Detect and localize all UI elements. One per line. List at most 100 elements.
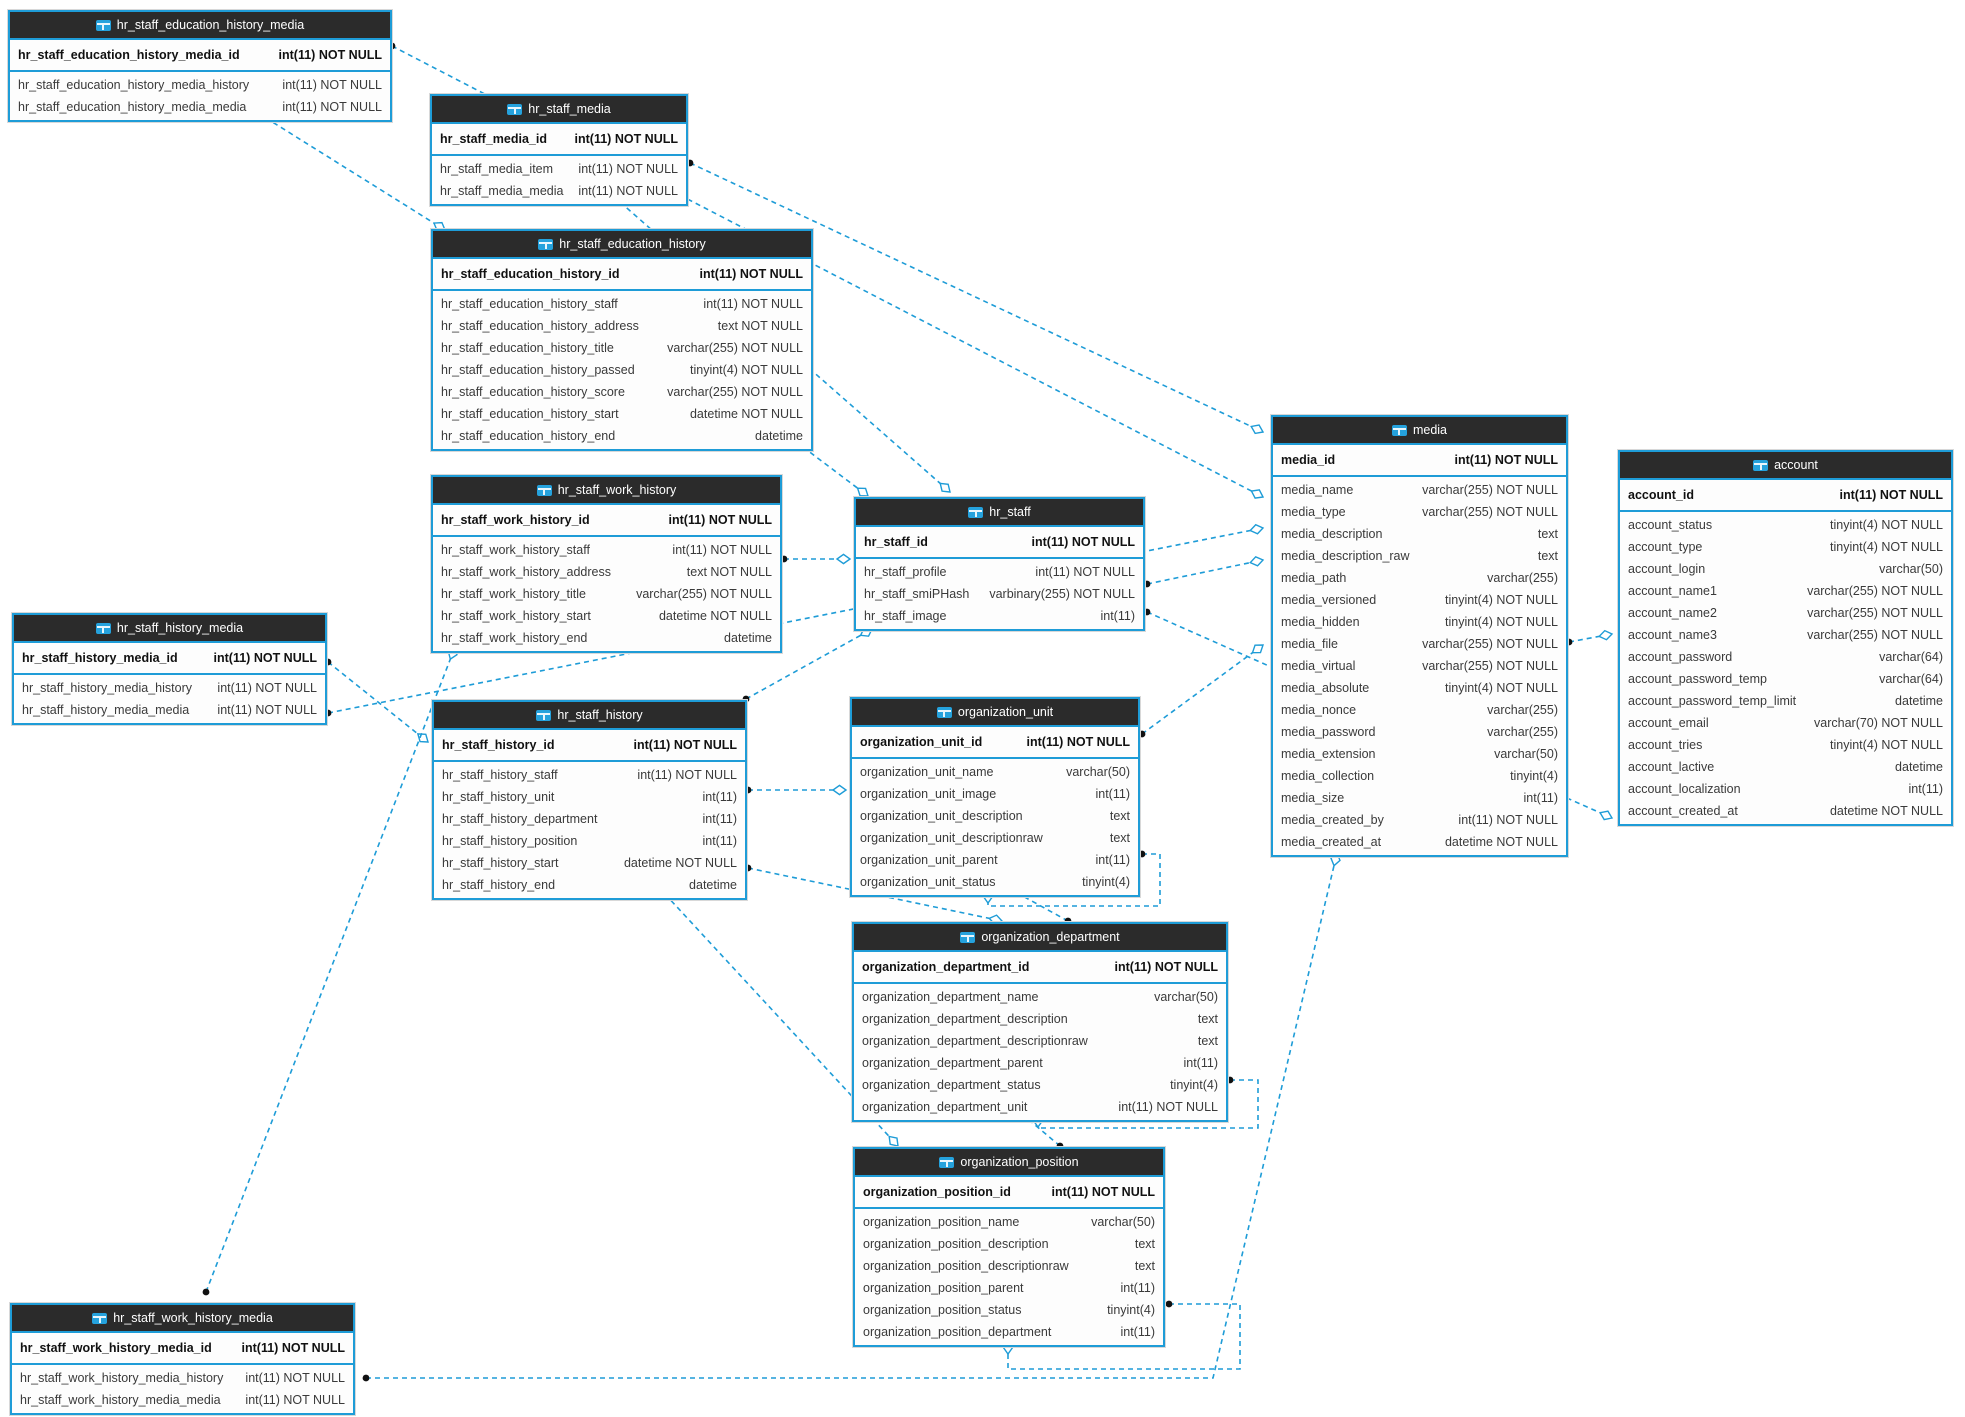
column-row[interactable]: organization_department_id int(11) NOT N… <box>854 952 1226 982</box>
er-table-hr_staff[interactable]: hr_staff hr_staff_id int(11) NOT NULL hr… <box>854 497 1145 631</box>
column-row[interactable]: account_localization int(11) <box>1620 778 1951 800</box>
column-row[interactable]: media_versioned tinyint(4) NOT NULL <box>1273 589 1566 611</box>
er-table-hr_staff_education_history_media[interactable]: hr_staff_education_history_media hr_staf… <box>8 10 392 122</box>
fk-work-history-media-to-media-line[interactable] <box>366 852 1338 1379</box>
fk-work-history-to-staff[interactable] <box>780 553 852 565</box>
column-row[interactable]: account_password_temp_limit datetime <box>1620 690 1951 712</box>
column-row[interactable]: hr_staff_history_staff int(11) NOT NULL <box>434 764 745 786</box>
column-row[interactable]: hr_staff_work_history_address text NOT N… <box>433 561 780 583</box>
table-header[interactable]: account <box>1620 452 1951 480</box>
column-row[interactable]: media_created_by int(11) NOT NULL <box>1273 809 1566 831</box>
column-row[interactable]: hr_staff_education_history_start datetim… <box>433 403 811 425</box>
fk-education-history-media-to-education-history-line[interactable] <box>257 112 446 231</box>
column-row[interactable]: media_virtual varchar(255) NOT NULL <box>1273 655 1566 677</box>
column-row[interactable]: media_id int(11) NOT NULL <box>1273 445 1566 475</box>
column-row[interactable]: media_file varchar(255) NOT NULL <box>1273 633 1566 655</box>
column-row[interactable]: organization_unit_status tinyint(4) <box>852 871 1138 893</box>
column-row[interactable]: account_type tinyint(4) NOT NULL <box>1620 536 1951 558</box>
er-table-hr_staff_media[interactable]: hr_staff_media hr_staff_media_id int(11)… <box>430 94 688 206</box>
table-header[interactable]: hr_staff_education_history <box>433 231 811 259</box>
column-row[interactable]: hr_staff_history_department int(11) <box>434 808 745 830</box>
column-row[interactable]: hr_staff_profile int(11) NOT NULL <box>856 561 1143 583</box>
column-row[interactable]: account_status tinyint(4) NOT NULL <box>1620 514 1951 536</box>
column-row[interactable]: organization_department_status tinyint(4… <box>854 1074 1226 1096</box>
fk-media-created-by-to-account[interactable] <box>1565 629 1614 646</box>
fk-history-media-to-history-line[interactable] <box>327 661 429 743</box>
fk-history-to-position-line[interactable] <box>664 893 899 1147</box>
column-row[interactable]: organization_position_status tinyint(4) <box>855 1299 1163 1321</box>
table-header[interactable]: hr_staff_work_history_media <box>12 1305 353 1333</box>
column-row[interactable]: hr_staff_education_history_passed tinyin… <box>433 359 811 381</box>
column-row[interactable]: organization_position_name varchar(50) <box>855 1211 1163 1233</box>
column-row[interactable]: organization_position_descriptionraw tex… <box>855 1255 1163 1277</box>
er-table-organization_position[interactable]: organization_position organization_posit… <box>853 1147 1165 1347</box>
column-row[interactable]: organization_department_name varchar(50) <box>854 986 1226 1008</box>
table-header[interactable]: hr_staff_media <box>432 96 686 124</box>
fk-history-media-to-history[interactable] <box>324 658 429 743</box>
column-row[interactable]: hr_staff_work_history_title varchar(255)… <box>433 583 780 605</box>
column-row[interactable]: organization_position_parent int(11) <box>855 1277 1163 1299</box>
column-row[interactable]: media_password varchar(255) <box>1273 721 1566 743</box>
column-row[interactable]: hr_staff_history_media_id int(11) NOT NU… <box>14 643 325 673</box>
column-row[interactable]: hr_staff_work_history_media_history int(… <box>12 1367 353 1389</box>
column-row[interactable]: hr_staff_history_id int(11) NOT NULL <box>434 730 745 760</box>
column-row[interactable]: hr_staff_education_history_end datetime <box>433 425 811 447</box>
column-row[interactable]: account_name1 varchar(255) NOT NULL <box>1620 580 1951 602</box>
column-row[interactable]: hr_staff_work_history_media_media int(11… <box>12 1389 353 1411</box>
fk-unit-image-to-media-line[interactable] <box>1141 644 1264 735</box>
column-row[interactable]: account_login varchar(50) <box>1620 558 1951 580</box>
column-row[interactable]: media_name varchar(255) NOT NULL <box>1273 479 1566 501</box>
table-header[interactable]: organization_position <box>855 1149 1163 1177</box>
column-row[interactable]: organization_unit_description text <box>852 805 1138 827</box>
column-row[interactable]: organization_position_description text <box>855 1233 1163 1255</box>
column-row[interactable]: hr_staff_work_history_staff int(11) NOT … <box>433 539 780 561</box>
fk-history-to-unit[interactable] <box>744 784 848 796</box>
column-row[interactable]: account_created_at datetime NOT NULL <box>1620 800 1951 822</box>
er-table-media[interactable]: media media_id int(11) NOT NULL media_na… <box>1271 415 1568 857</box>
table-header[interactable]: media <box>1273 417 1566 445</box>
column-row[interactable]: hr_staff_media_media int(11) NOT NULL <box>432 180 686 202</box>
table-header[interactable]: hr_staff_history_media <box>14 615 325 643</box>
er-table-organization_unit[interactable]: organization_unit organization_unit_id i… <box>850 697 1140 897</box>
column-row[interactable]: hr_staff_work_history_id int(11) NOT NUL… <box>433 505 780 535</box>
column-row[interactable]: account_name2 varchar(255) NOT NULL <box>1620 602 1951 624</box>
column-row[interactable]: hr_staff_education_history_staff int(11)… <box>433 293 811 315</box>
column-row[interactable]: organization_department_descriptionraw t… <box>854 1030 1226 1052</box>
column-row[interactable]: organization_unit_descriptionraw text <box>852 827 1138 849</box>
column-row[interactable]: account_lactive datetime <box>1620 756 1951 778</box>
fk-education-history-media-to-education-history[interactable] <box>254 109 447 232</box>
column-row[interactable]: organization_position_department int(11) <box>855 1321 1163 1343</box>
column-row[interactable]: hr_staff_work_history_end datetime <box>433 627 780 649</box>
column-row[interactable]: media_description text <box>1273 523 1566 545</box>
column-row[interactable]: media_size int(11) <box>1273 787 1566 809</box>
column-row[interactable]: hr_staff_history_position int(11) <box>434 830 745 852</box>
column-row[interactable]: hr_staff_image int(11) <box>856 605 1143 627</box>
column-row[interactable]: hr_staff_education_history_address text … <box>433 315 811 337</box>
table-header[interactable]: organization_department <box>854 924 1226 952</box>
fk-staff-image-to-media[interactable] <box>1143 555 1265 588</box>
column-row[interactable]: media_absolute tinyint(4) NOT NULL <box>1273 677 1566 699</box>
column-row[interactable]: hr_staff_education_history_media_media i… <box>10 96 390 118</box>
column-row[interactable]: hr_staff_media_id int(11) NOT NULL <box>432 124 686 154</box>
table-header[interactable]: hr_staff_work_history <box>433 477 780 505</box>
er-table-hr_staff_education_history[interactable]: hr_staff_education_history hr_staff_educ… <box>431 229 813 451</box>
column-row[interactable]: hr_staff_media_item int(11) NOT NULL <box>432 158 686 180</box>
column-row[interactable]: media_collection tinyint(4) <box>1273 765 1566 787</box>
fk-position-parent-self-line[interactable] <box>1007 1303 1241 1370</box>
column-row[interactable]: hr_staff_history_media_media int(11) NOT… <box>14 699 325 721</box>
column-row[interactable]: account_tries tinyint(4) NOT NULL <box>1620 734 1951 756</box>
column-row[interactable]: hr_staff_education_history_score varchar… <box>433 381 811 403</box>
column-row[interactable]: hr_staff_id int(11) NOT NULL <box>856 527 1143 557</box>
column-row[interactable]: hr_staff_work_history_media_id int(11) N… <box>12 1333 353 1363</box>
column-row[interactable]: hr_staff_history_media_history int(11) N… <box>14 677 325 699</box>
column-row[interactable]: organization_unit_parent int(11) <box>852 849 1138 871</box>
column-row[interactable]: media_type varchar(255) NOT NULL <box>1273 501 1566 523</box>
column-row[interactable]: organization_unit_name varchar(50) <box>852 761 1138 783</box>
column-row[interactable]: account_email varchar(70) NOT NULL <box>1620 712 1951 734</box>
column-row[interactable]: media_hidden tinyint(4) NOT NULL <box>1273 611 1566 633</box>
column-row[interactable]: media_path varchar(255) <box>1273 567 1566 589</box>
fk-history-to-staff-line[interactable] <box>745 628 873 700</box>
column-row[interactable]: account_password_temp varchar(64) <box>1620 668 1951 690</box>
column-row[interactable]: organization_unit_image int(11) <box>852 783 1138 805</box>
column-row[interactable]: hr_staff_history_unit int(11) <box>434 786 745 808</box>
